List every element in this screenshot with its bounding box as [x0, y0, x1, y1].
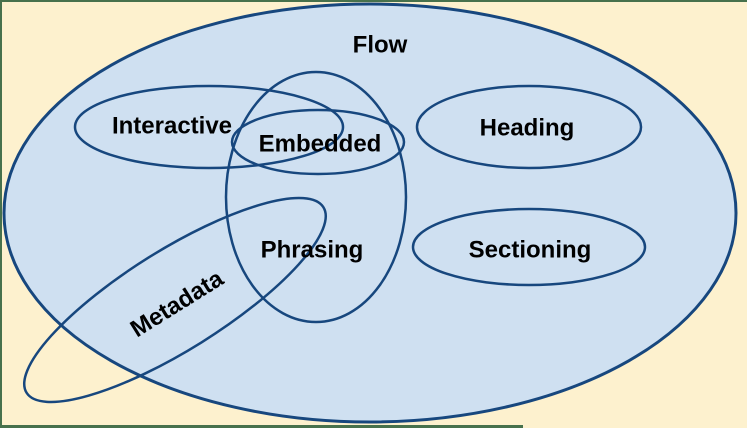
- flow-set-label: Flow: [353, 32, 408, 59]
- interactive-set-label: Interactive: [112, 113, 232, 140]
- heading-set-ellipse: [415, 84, 643, 170]
- phrasing-set-label: Phrasing: [261, 237, 364, 264]
- heading-set-label: Heading: [480, 115, 575, 142]
- flow-set-ellipse: [2, 2, 738, 424]
- sectioning-set-label: Sectioning: [469, 237, 592, 264]
- phrasing-set-ellipse: [224, 70, 408, 324]
- metadata-set-ellipse: [22, 196, 328, 404]
- interactive-set-ellipse: [73, 84, 345, 170]
- embedded-set-ellipse: [230, 108, 406, 176]
- bottom-frame-strip: [0, 425, 523, 428]
- embedded-set-label: Embedded: [259, 131, 382, 158]
- sectioning-set-ellipse: [411, 207, 647, 287]
